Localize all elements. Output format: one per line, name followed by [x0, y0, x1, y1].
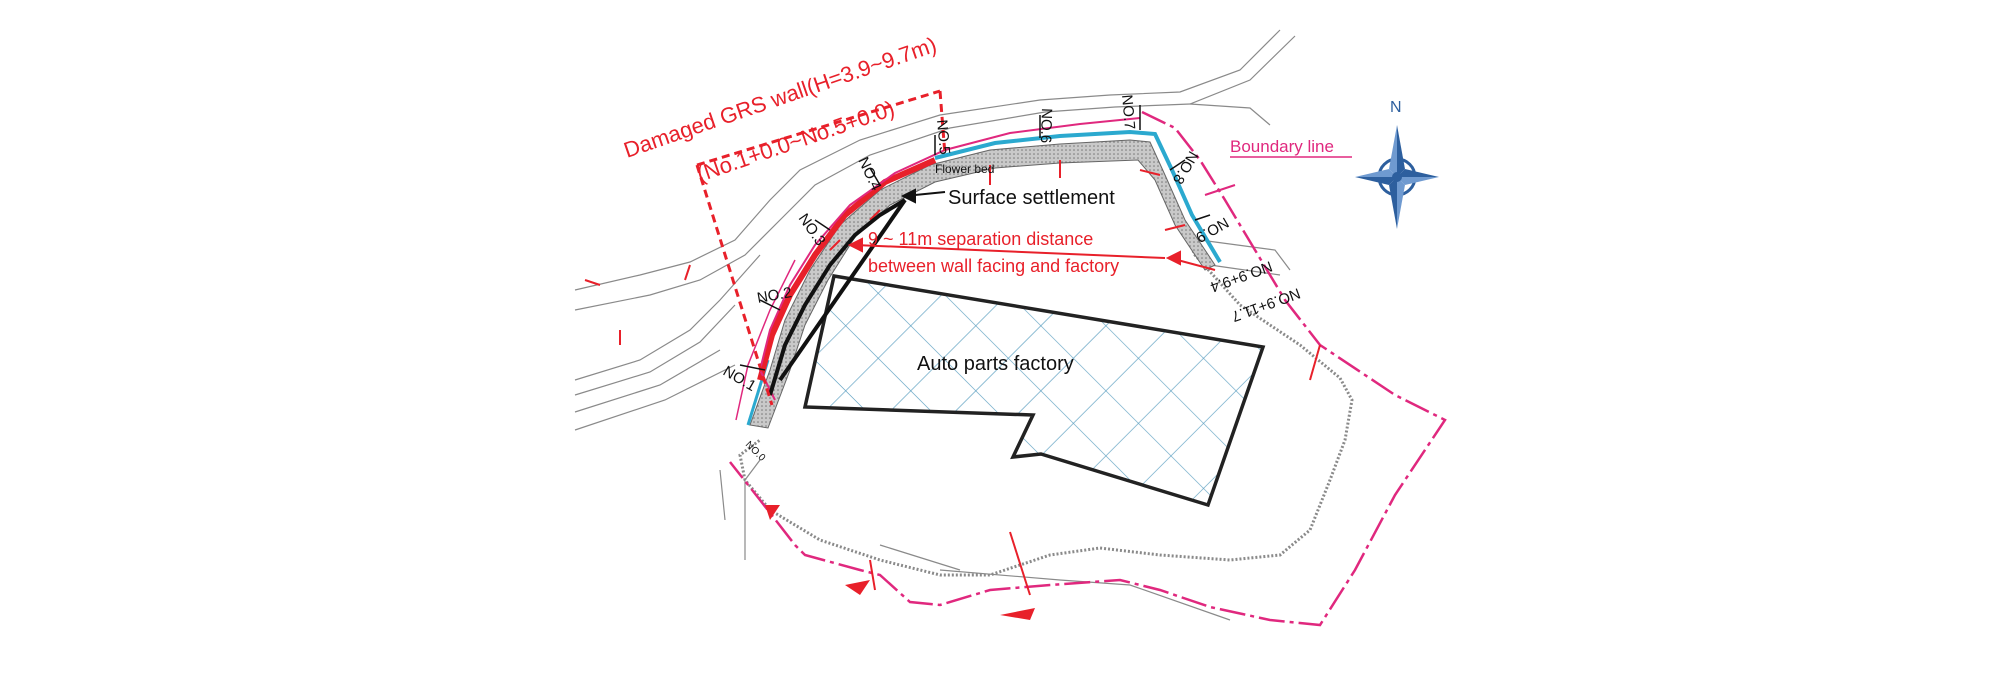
station-label-no2: NO.2: [756, 284, 793, 307]
surface-settlement-line: [768, 198, 907, 396]
terrain-lines: [574, 29, 1296, 621]
north-compass-icon: [1355, 125, 1439, 229]
station-label-no9-9-4: NO.9+9.4: [1208, 257, 1275, 295]
wall-segment-cyan: [934, 129, 1222, 264]
station-label-no9-11-7: NO.9+11.7: [1229, 284, 1302, 325]
boundary-line-path: [729, 110, 1447, 627]
boundary-line-label: Boundary line: [1230, 137, 1334, 156]
separation-label-line2: between wall facing and factory: [868, 256, 1119, 276]
damaged-wall-callout: [695, 89, 947, 406]
damaged-wall-segment: [757, 157, 937, 381]
north-label: N: [1390, 99, 1402, 116]
surface-settlement-label: Surface settlement: [948, 187, 1115, 209]
flower-bed-label: Flower bed: [935, 162, 994, 176]
separation-label-line1: 9 ~ 11m separation distance: [868, 229, 1093, 249]
wall-profile-markers: [765, 505, 1035, 620]
auto-parts-factory: [802, 274, 1266, 508]
station-label-no4: NO.4: [854, 155, 884, 194]
station-label-no6: NO.6: [1037, 108, 1055, 144]
station-label-no7: NO.7: [1118, 94, 1138, 130]
slope-boundary: [738, 164, 1354, 577]
separation-markers: [584, 160, 1321, 596]
wall-strip: [749, 139, 1216, 429]
station-label-no5: NO.5: [933, 119, 953, 155]
factory-label: Auto parts factory: [917, 353, 1074, 375]
station-ticks: [739, 105, 1211, 371]
